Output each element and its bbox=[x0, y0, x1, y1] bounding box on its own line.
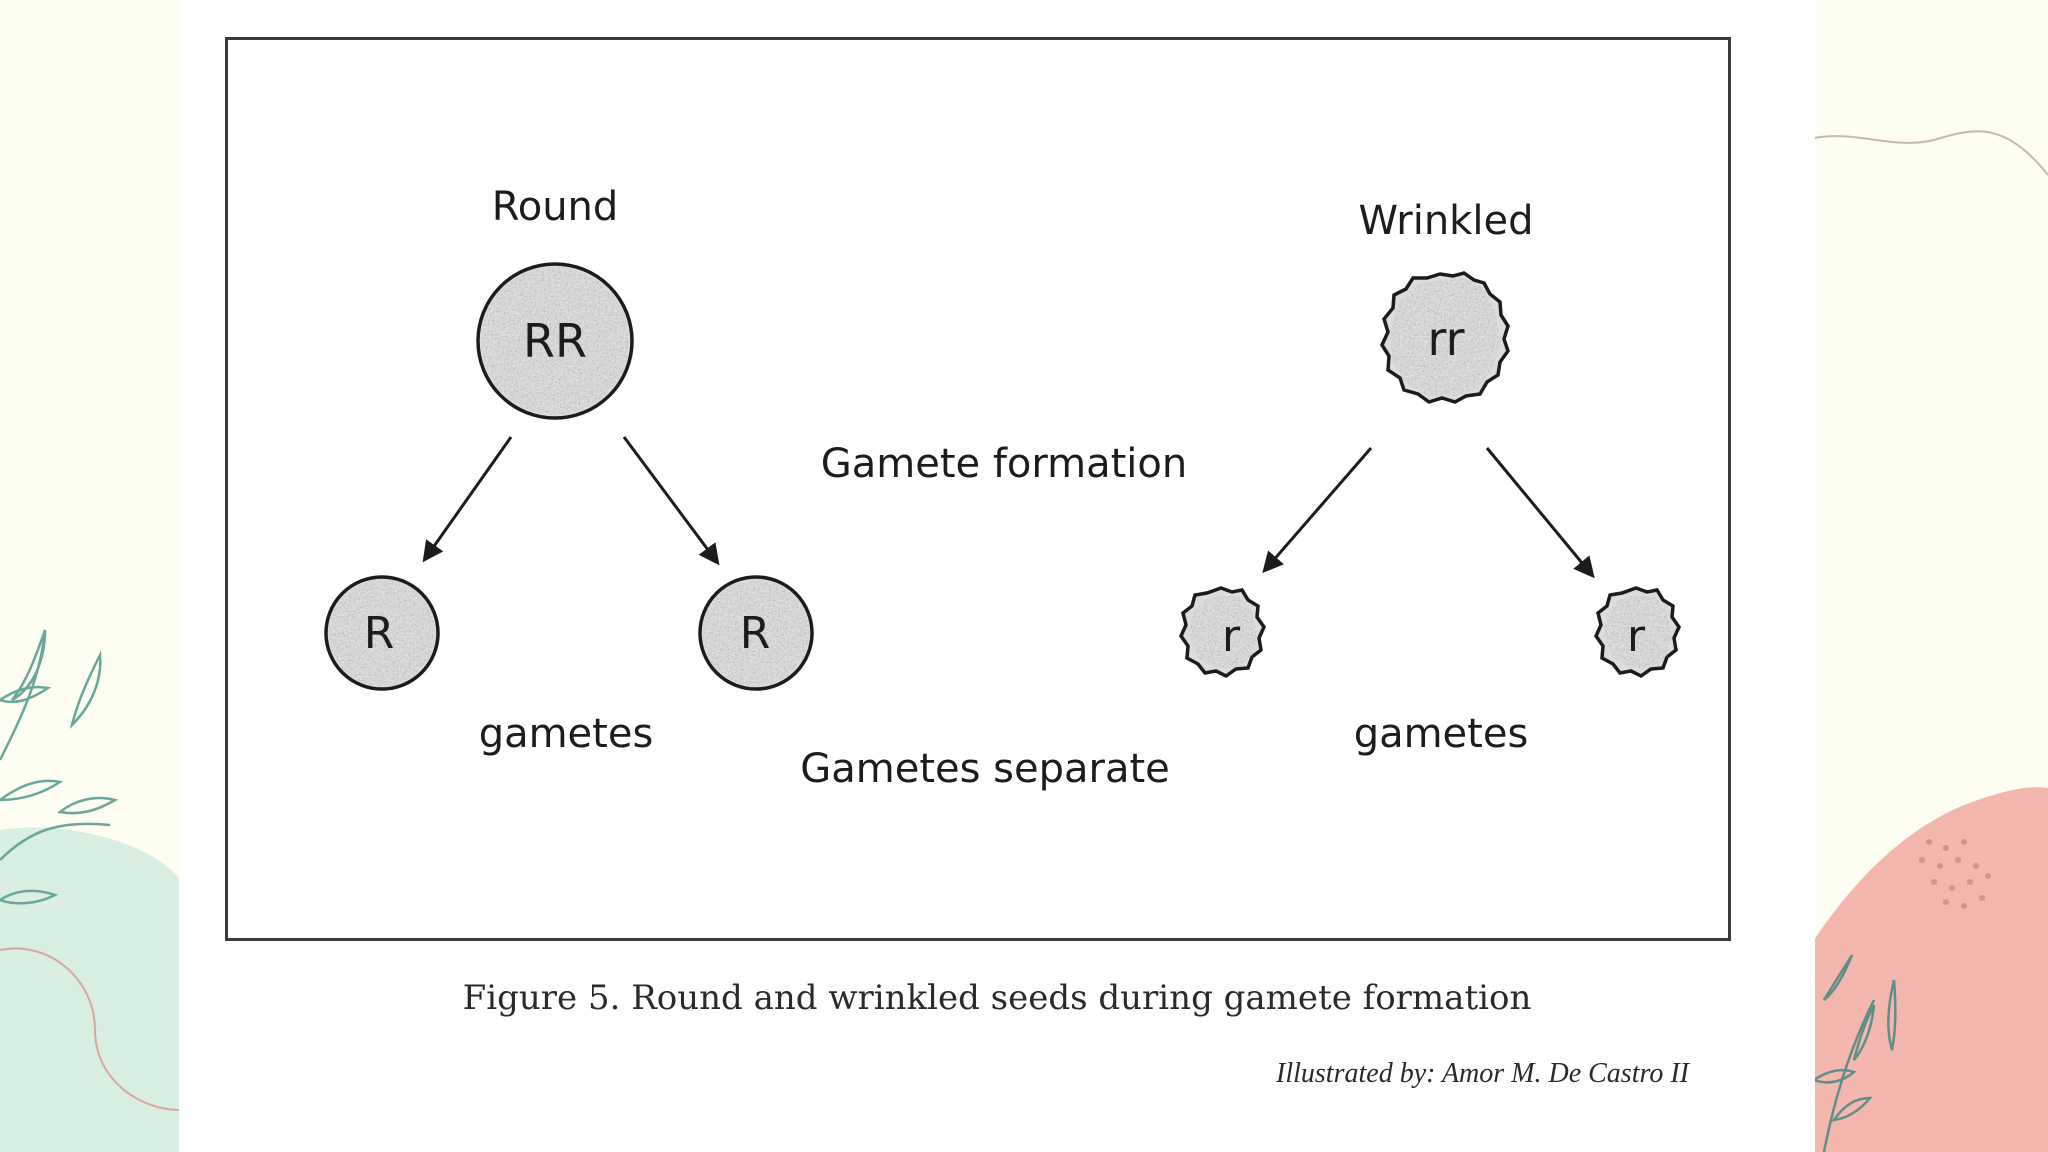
left-mint-blob bbox=[0, 827, 180, 1152]
round-gamete-right-allele: R bbox=[740, 608, 771, 659]
arrow-wrinkled-right bbox=[1485, 447, 1595, 579]
dots-pattern-icon bbox=[1919, 839, 1991, 909]
right-leaf-branch-icon bbox=[1814, 954, 1897, 1152]
wrinkled-parent-genotype: rr bbox=[1427, 312, 1464, 366]
arrow-round-left bbox=[422, 436, 513, 563]
right-decoration bbox=[1814, 130, 2048, 1152]
round-gametes-label: gametes bbox=[479, 711, 654, 757]
round-title: Round bbox=[492, 184, 619, 230]
arrow-wrinkled-left bbox=[1262, 447, 1373, 574]
illustrator-credit: Illustrated by: Amor M. De Castro II bbox=[1276, 1058, 1689, 1089]
round-gamete-left: R bbox=[324, 575, 440, 691]
figure-frame: Round Wrinkled RR rr Gamete formation Ga… bbox=[225, 37, 1731, 941]
arrow-round-right bbox=[622, 436, 720, 566]
wrinkled-parent-seed: rr bbox=[1380, 271, 1510, 404]
figure-caption: Figure 5. Round and wrinkled seeds durin… bbox=[462, 978, 1532, 1018]
wrinkled-gamete-left-allele: r bbox=[1222, 611, 1241, 662]
gametes-separate-label: Gametes separate bbox=[800, 746, 1170, 792]
wrinkled-gamete-right: r bbox=[1593, 586, 1682, 679]
left-decoration bbox=[0, 629, 180, 1152]
wrinkled-title: Wrinkled bbox=[1359, 198, 1534, 244]
round-parent-seed: RR bbox=[476, 262, 634, 420]
left-curve-line bbox=[0, 947, 180, 1111]
wrinkled-gametes-label: gametes bbox=[1354, 711, 1529, 757]
round-gamete-right: R bbox=[698, 575, 814, 691]
round-gamete-left-allele: R bbox=[364, 608, 395, 659]
gamete-formation-label: Gamete formation bbox=[821, 441, 1187, 487]
slide-content: Round Wrinkled RR rr Gamete formation Ga… bbox=[179, 0, 1815, 1152]
gamete-formation-diagram: Round Wrinkled RR rr Gamete formation Ga… bbox=[324, 184, 1682, 792]
wrinkled-gamete-left: r bbox=[1178, 586, 1267, 679]
wrinkled-gamete-right-allele: r bbox=[1627, 611, 1646, 662]
right-curve-line bbox=[1814, 130, 2048, 176]
round-parent-genotype: RR bbox=[523, 314, 587, 368]
left-leaf-branch-icon bbox=[0, 629, 119, 905]
